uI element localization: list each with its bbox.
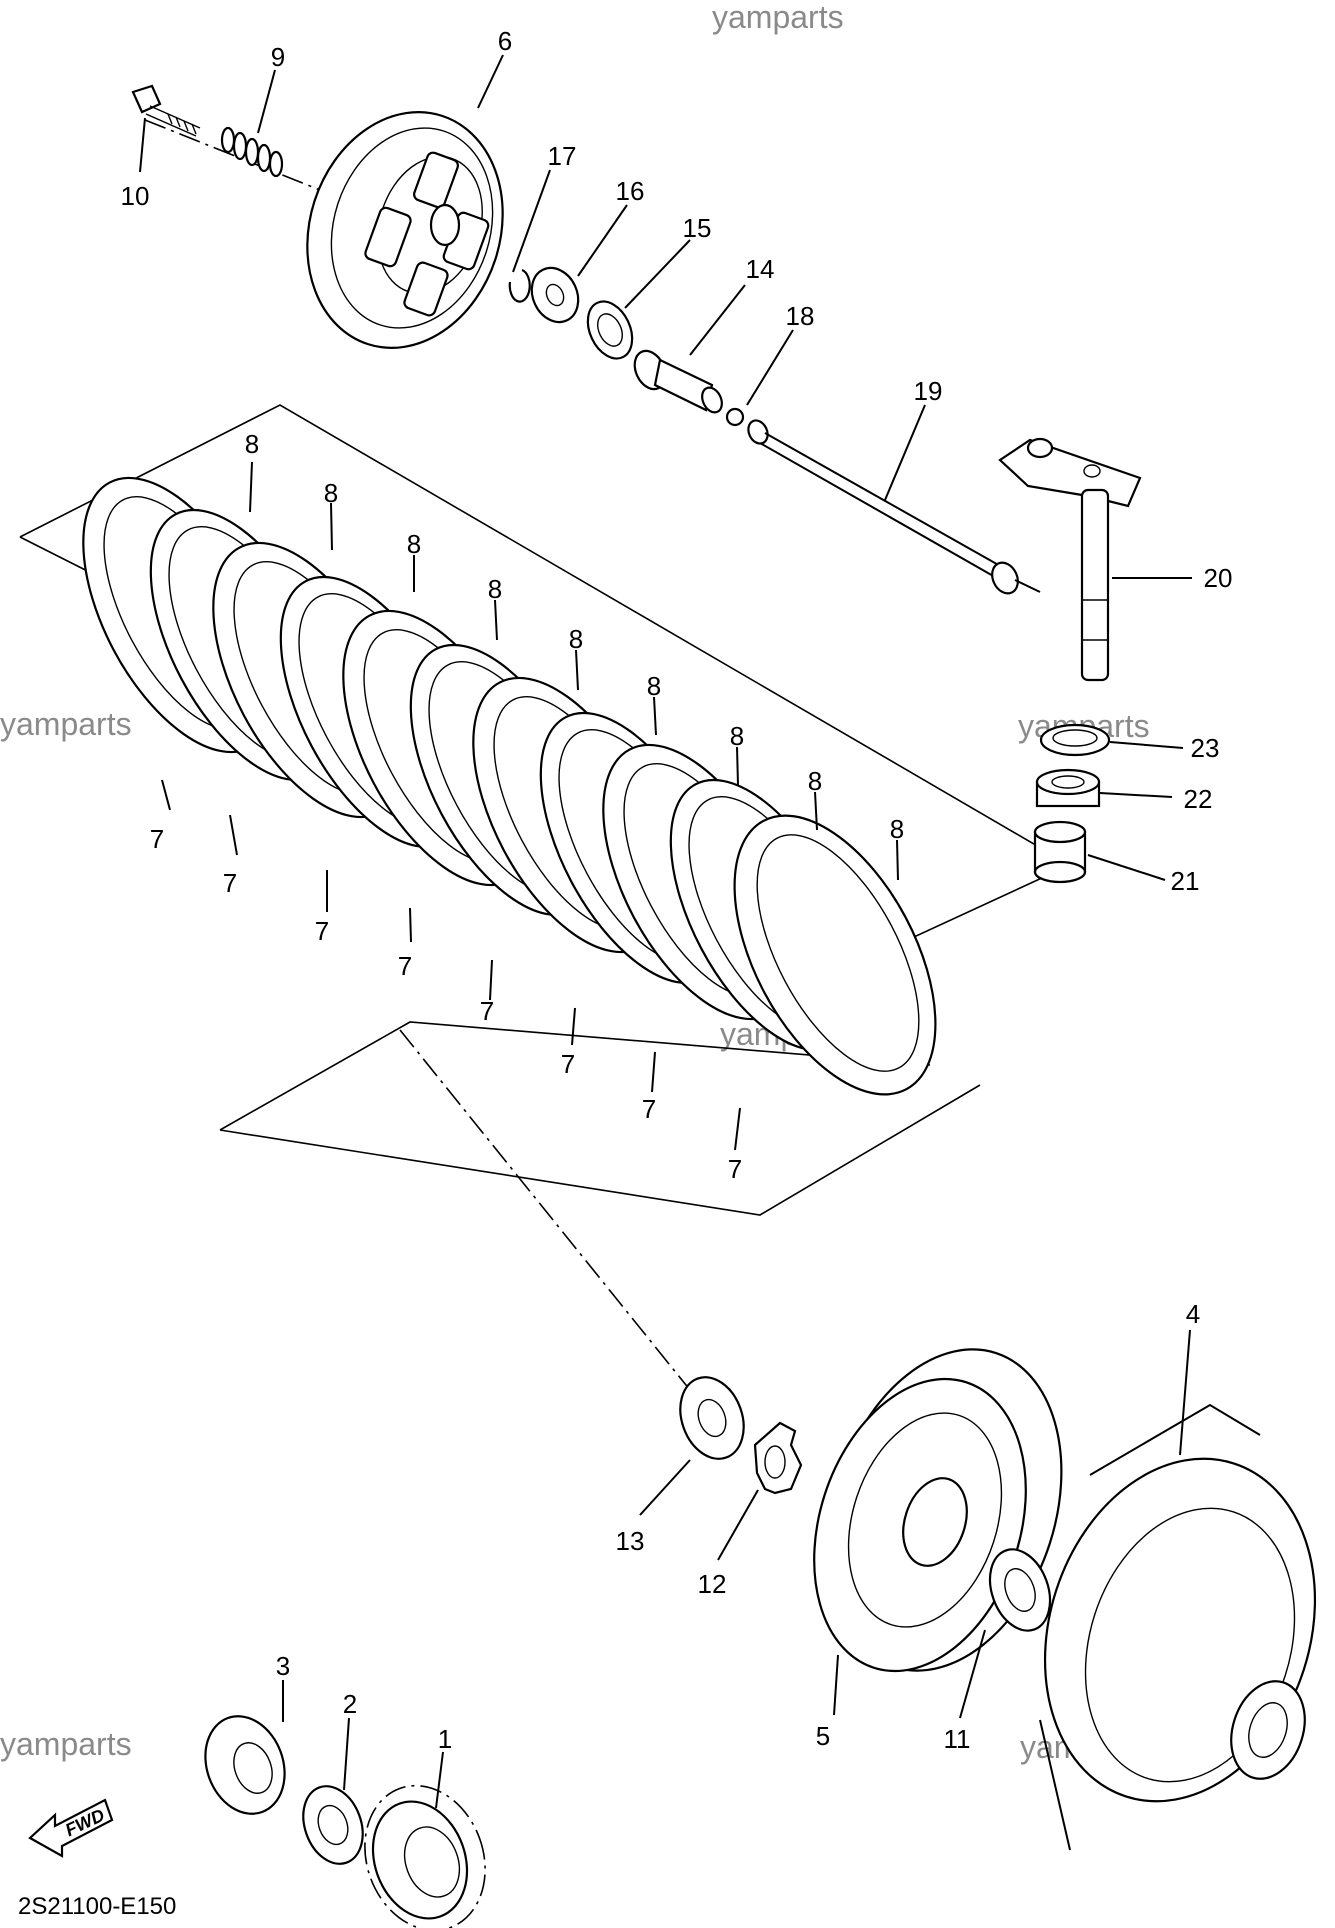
callout-7: 7: [480, 996, 494, 1026]
callout-7: 7: [223, 868, 237, 898]
plate-pack-outline: [219, 1021, 931, 1131]
washer-part: [530, 266, 580, 324]
ball-part: [725, 407, 745, 427]
callout-10: 10: [121, 181, 150, 211]
push-rod-long-part: [747, 419, 1041, 595]
thrust-washer-part: [988, 1548, 1052, 1632]
callout-15: 15: [683, 213, 712, 243]
callout-8: 8: [808, 766, 822, 796]
lock-nut-part: [679, 1376, 745, 1460]
thrust-bearing-part: [586, 300, 634, 360]
assembly-axis-line: [399, 1029, 691, 1391]
callout-19: 19: [914, 376, 943, 406]
bolt-part: [131, 84, 201, 137]
callout-labels: 9 10 6 17 16 15 14 18 19 20 23 22 21 4 5…: [121, 26, 1233, 1754]
callout-7: 7: [315, 916, 329, 946]
bushing-part: [1033, 820, 1087, 884]
callout-20: 20: [1204, 563, 1233, 593]
callout-8: 8: [324, 478, 338, 508]
callout-16: 16: [616, 176, 645, 206]
watermark: yamparts: [0, 1726, 132, 1762]
callout-7: 7: [728, 1154, 742, 1184]
callout-17: 17: [548, 141, 577, 171]
callout-21: 21: [1171, 866, 1200, 896]
callout-12: 12: [698, 1569, 727, 1599]
assembly-axis-line: [144, 119, 321, 191]
callout-2: 2: [343, 1689, 357, 1719]
oil-seal-part: [1039, 723, 1111, 757]
leader-lines: [139, 54, 1192, 1809]
watermark: yamparts: [712, 0, 844, 35]
clutch-plate-stack: [82, 476, 937, 1096]
callout-8: 8: [730, 721, 744, 751]
bearing-part: [1035, 768, 1101, 808]
callout-8: 8: [890, 814, 904, 844]
callout-23: 23: [1191, 733, 1220, 763]
callout-5: 5: [816, 1721, 830, 1751]
callout-18: 18: [786, 301, 815, 331]
primary-nut-part: [204, 1715, 286, 1815]
primary-drive-gear-part: [364, 1784, 486, 1928]
callout-22: 22: [1184, 784, 1213, 814]
push-rod-part: [633, 349, 723, 414]
washer-part: [302, 1785, 364, 1865]
forward-arrow-icon: FWD: [28, 1798, 114, 1858]
callout-7: 7: [561, 1049, 575, 1079]
callout-3: 3: [276, 1651, 290, 1681]
callout-1: 1: [438, 1724, 452, 1754]
push-lever-shaft-part: [998, 437, 1142, 682]
callout-4: 4: [1186, 1299, 1200, 1329]
callout-8: 8: [488, 574, 502, 604]
plate-pack-outline: [19, 404, 1072, 986]
lock-washer-part: [753, 1421, 803, 1495]
circlip-part: [508, 268, 531, 303]
callout-8: 8: [569, 624, 583, 654]
plate-pack-outline: [219, 1084, 981, 1216]
watermark: yamparts: [0, 706, 132, 742]
callout-7: 7: [642, 1094, 656, 1124]
spring-part: [220, 126, 284, 178]
callout-8: 8: [245, 429, 259, 459]
callout-7: 7: [398, 951, 412, 981]
callout-14: 14: [746, 254, 775, 284]
callout-13: 13: [616, 1526, 645, 1556]
callout-9: 9: [271, 42, 285, 72]
pressure-plate-part: [306, 111, 504, 349]
callout-8: 8: [407, 529, 421, 559]
diagram-code: 2S21100-E150: [18, 1893, 176, 1920]
callout-8: 8: [647, 671, 661, 701]
callout-6: 6: [498, 26, 512, 56]
callout-11: 11: [944, 1724, 971, 1754]
callout-7: 7: [150, 824, 164, 854]
clutch-housing-part: [1039, 1403, 1317, 1851]
